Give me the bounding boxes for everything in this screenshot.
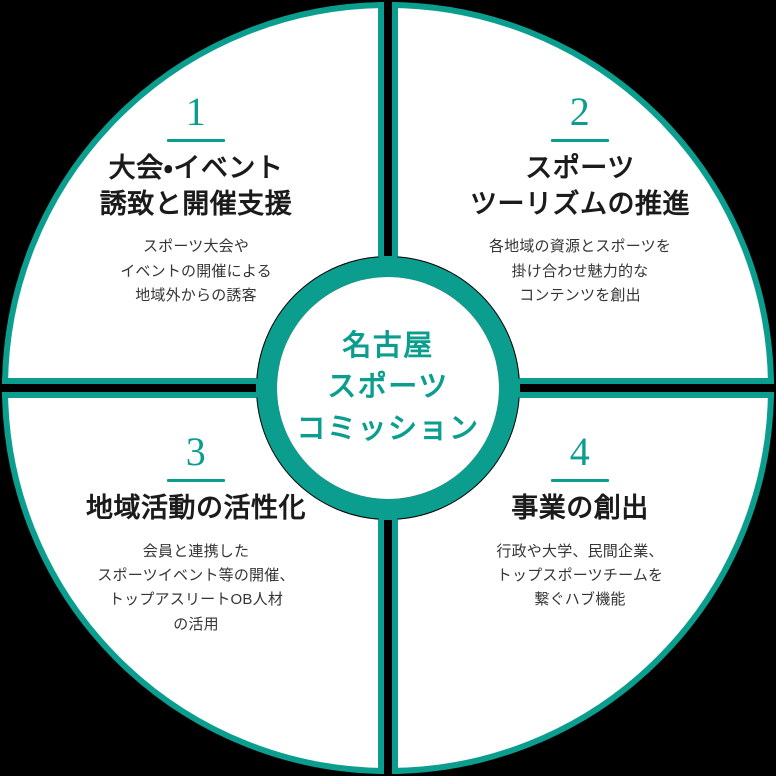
quadrant-4-title: 事業の創出 [511, 493, 649, 523]
quadrant-1-description: スポーツ大会や イベントの開催による 地域外からの誘客 [120, 238, 272, 304]
quadrant-1-number: 1 [185, 89, 207, 134]
quadrant-3-description: 会員と連携した スポーツイベント等の開催、 トップアスリートOB人材 の活用 [97, 542, 295, 633]
hub-ring [257, 257, 519, 519]
quadrant-2-rule [551, 139, 609, 142]
quadrant-4-description: 行政や大学、民間企業、 トップスポーツチームを 繋ぐハブ機能 [496, 542, 664, 609]
quadrant-1-title: 大会・イベント 誘致と開催支援 [99, 153, 293, 219]
quadrant-3-title: 地域活動の活性化 [86, 493, 306, 523]
quadrant-1-rule [167, 139, 225, 142]
quadrant-1: 1 大会・イベント 誘致と開催支援 スポーツ大会や イベントの開催による 地域外… [31, 92, 361, 308]
quadrant-4: 4 事業の創出 行政や大学、民間企業、 トップスポーツチームを 繋ぐハブ機能 [415, 432, 745, 613]
quadrant-2: 2 スポーツ ツーリズムの推進 各地域の資源とスポーツを 掛け合わせ魅力的な コ… [415, 92, 745, 308]
quadrant-2-description: 各地域の資源とスポーツを 掛け合わせ魅力的な コンテンツを創出 [488, 238, 672, 304]
quadrant-3: 3 地域活動の活性化 会員と連携した スポーツイベント等の開催、 トップアスリー… [31, 432, 361, 637]
quadrant-4-rule [551, 479, 609, 482]
quadrant-2-title: スポーツ ツーリズムの推進 [470, 153, 690, 219]
quadrant-3-number: 3 [185, 429, 207, 474]
quadrant-3-rule [167, 479, 225, 482]
quadrant-2-number: 2 [569, 89, 591, 134]
quadrant-4-number: 4 [569, 429, 591, 474]
hub-inner-disc [277, 277, 499, 499]
